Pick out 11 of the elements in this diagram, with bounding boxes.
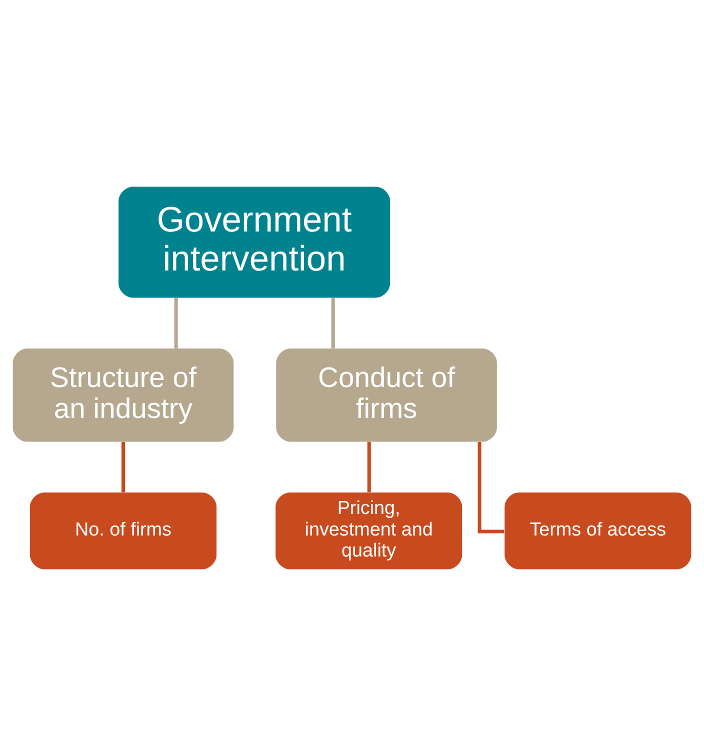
connector bbox=[331, 298, 335, 348]
node-box: Government intervention bbox=[118, 186, 390, 298]
connector bbox=[174, 298, 178, 348]
connector bbox=[121, 442, 125, 492]
connector bbox=[478, 442, 504, 534]
node-box: No. of firms bbox=[30, 492, 216, 570]
node-box: Pricing, investment and quality bbox=[276, 492, 462, 570]
node-box: Terms of access bbox=[504, 492, 692, 570]
node-box: Conduct of firms bbox=[276, 348, 497, 442]
connector bbox=[367, 442, 371, 492]
node-box: Structure of an industry bbox=[12, 348, 234, 442]
